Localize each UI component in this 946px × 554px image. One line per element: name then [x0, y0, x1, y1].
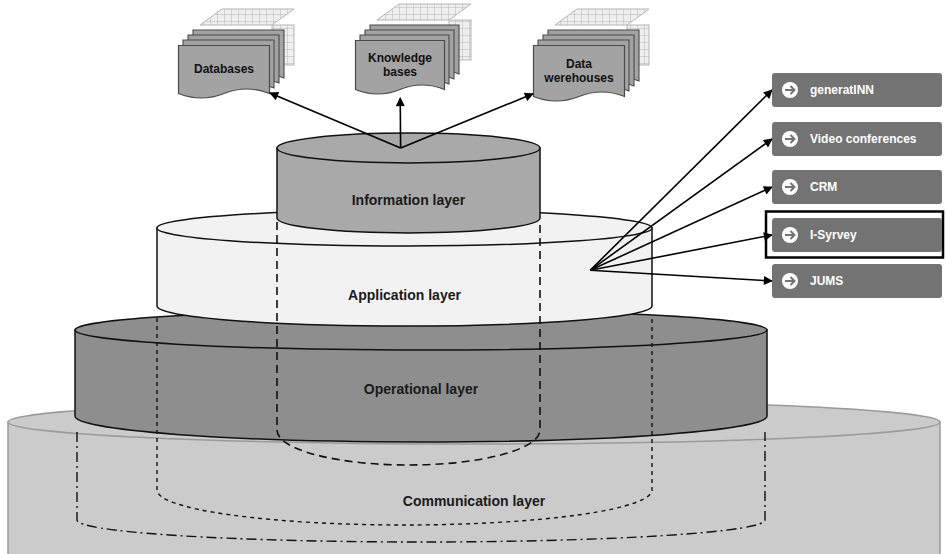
arrow-icon — [782, 179, 798, 195]
page-outline — [356, 41, 445, 95]
back-page — [193, 30, 284, 83]
cylinder-body — [277, 148, 540, 233]
application-tab: JUMS — [772, 264, 942, 298]
tab-label: Video conferences — [810, 132, 917, 146]
arrow-icon-glyph — [785, 231, 795, 239]
cylinder-body — [75, 330, 767, 442]
grid-cube — [272, 25, 294, 65]
arrow-connector — [399, 98, 401, 148]
layer-cylinder: Operational layer — [75, 310, 767, 442]
layer-cylinder: Communication layer — [8, 400, 940, 554]
cyl-shape — [157, 210, 652, 326]
database-document: Data werehouses — [533, 45, 625, 105]
cylinder-body — [8, 422, 940, 554]
arrow-connector — [590, 235, 772, 270]
tab-label: I-Syrvey — [810, 228, 857, 242]
grid-cube — [449, 20, 471, 60]
arrow-icon — [782, 273, 798, 289]
arrow-connector — [270, 93, 401, 148]
back-page — [360, 35, 449, 89]
arrow-icon-glyph — [785, 183, 795, 191]
tab-shape — [772, 218, 942, 252]
cyl-shape — [277, 133, 540, 233]
grid-cube — [627, 25, 649, 65]
cylinder-top — [157, 210, 652, 246]
cyl-shape — [8, 400, 940, 554]
dash-dot-outline — [77, 432, 765, 542]
back-page — [183, 40, 274, 93]
arrow-icon — [782, 82, 798, 98]
cylinder-top — [277, 133, 540, 163]
application-tab: I-Syrvey — [772, 218, 942, 252]
layer-label: Application layer — [348, 287, 461, 303]
database-document: Databases — [178, 45, 270, 102]
application-tab: generatINN — [772, 73, 942, 107]
cyl-shape — [75, 310, 767, 442]
grid-cube — [555, 9, 649, 25]
store-label: Data werehouses — [541, 57, 617, 86]
dashed-outline — [157, 318, 652, 525]
application-tab: Video conferences — [772, 122, 942, 156]
store-label: Knowledge bases — [363, 51, 437, 80]
arrow-icon-glyph — [785, 86, 795, 94]
tab-label: JUMS — [810, 274, 843, 288]
grid-cube — [377, 4, 471, 20]
database-document: Knowledge bases — [355, 40, 445, 98]
application-tab: CRM — [772, 170, 942, 204]
page-outline — [179, 46, 270, 99]
arrow-connector — [590, 187, 772, 270]
arrow-connector — [590, 139, 772, 270]
layer-cylinder: Information layer — [277, 133, 540, 233]
back-page — [188, 35, 279, 88]
tab-shape — [772, 170, 942, 204]
arrow-connector — [401, 94, 533, 148]
dashed-outline — [277, 222, 540, 465]
tab-label: CRM — [810, 180, 837, 194]
layer-cylinder: Application layer — [157, 210, 652, 326]
grid-cube — [200, 9, 294, 25]
layer-label: Operational layer — [364, 381, 478, 397]
back-page — [538, 40, 629, 96]
cylinder-body — [157, 228, 652, 326]
highlight-frame — [766, 212, 943, 258]
arrow-icon — [782, 227, 798, 243]
arrow-icon — [782, 131, 798, 147]
layer-label: Communication layer — [403, 493, 545, 509]
page-stack-group — [183, 4, 649, 96]
arrow-connector — [590, 90, 772, 270]
cylinder-top — [8, 400, 940, 444]
arrow-icon-glyph — [785, 135, 795, 143]
cylinder-top — [75, 310, 767, 350]
page-outline — [534, 46, 625, 102]
tab-label: generatINN — [810, 83, 874, 97]
store-label: Databases — [194, 62, 254, 76]
tab-shape — [772, 264, 942, 298]
layer-label: Information layer — [352, 192, 466, 208]
arrow-icon-glyph — [785, 277, 795, 285]
arrow-connector — [590, 270, 772, 281]
